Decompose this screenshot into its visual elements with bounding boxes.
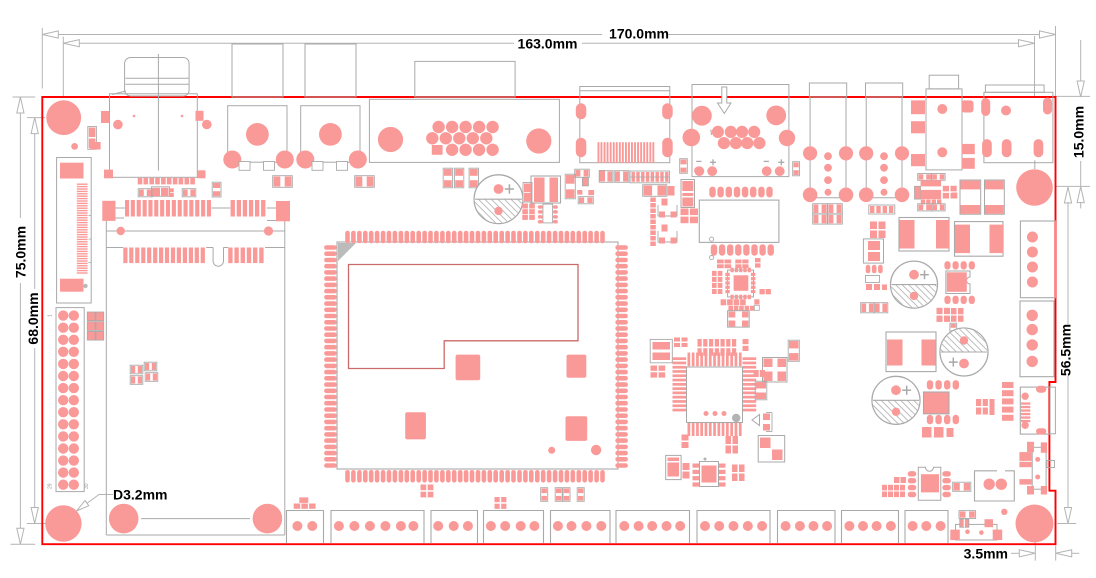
svg-text:68.0mm: 68.0mm [25, 292, 41, 344]
svg-text:15.0mm: 15.0mm [1071, 106, 1087, 158]
svg-text:30: 30 [84, 483, 90, 489]
svg-text:75.0mm: 75.0mm [12, 226, 28, 278]
svg-text:163.0mm: 163.0mm [518, 35, 578, 51]
svg-text:56.5mm: 56.5mm [1058, 324, 1074, 376]
svg-text:D3.2mm: D3.2mm [113, 487, 167, 503]
svg-text:170.0mm: 170.0mm [609, 26, 669, 42]
svg-text:29: 29 [48, 483, 54, 489]
svg-text:3.5mm: 3.5mm [964, 546, 1008, 562]
svg-text:1: 1 [48, 314, 54, 317]
